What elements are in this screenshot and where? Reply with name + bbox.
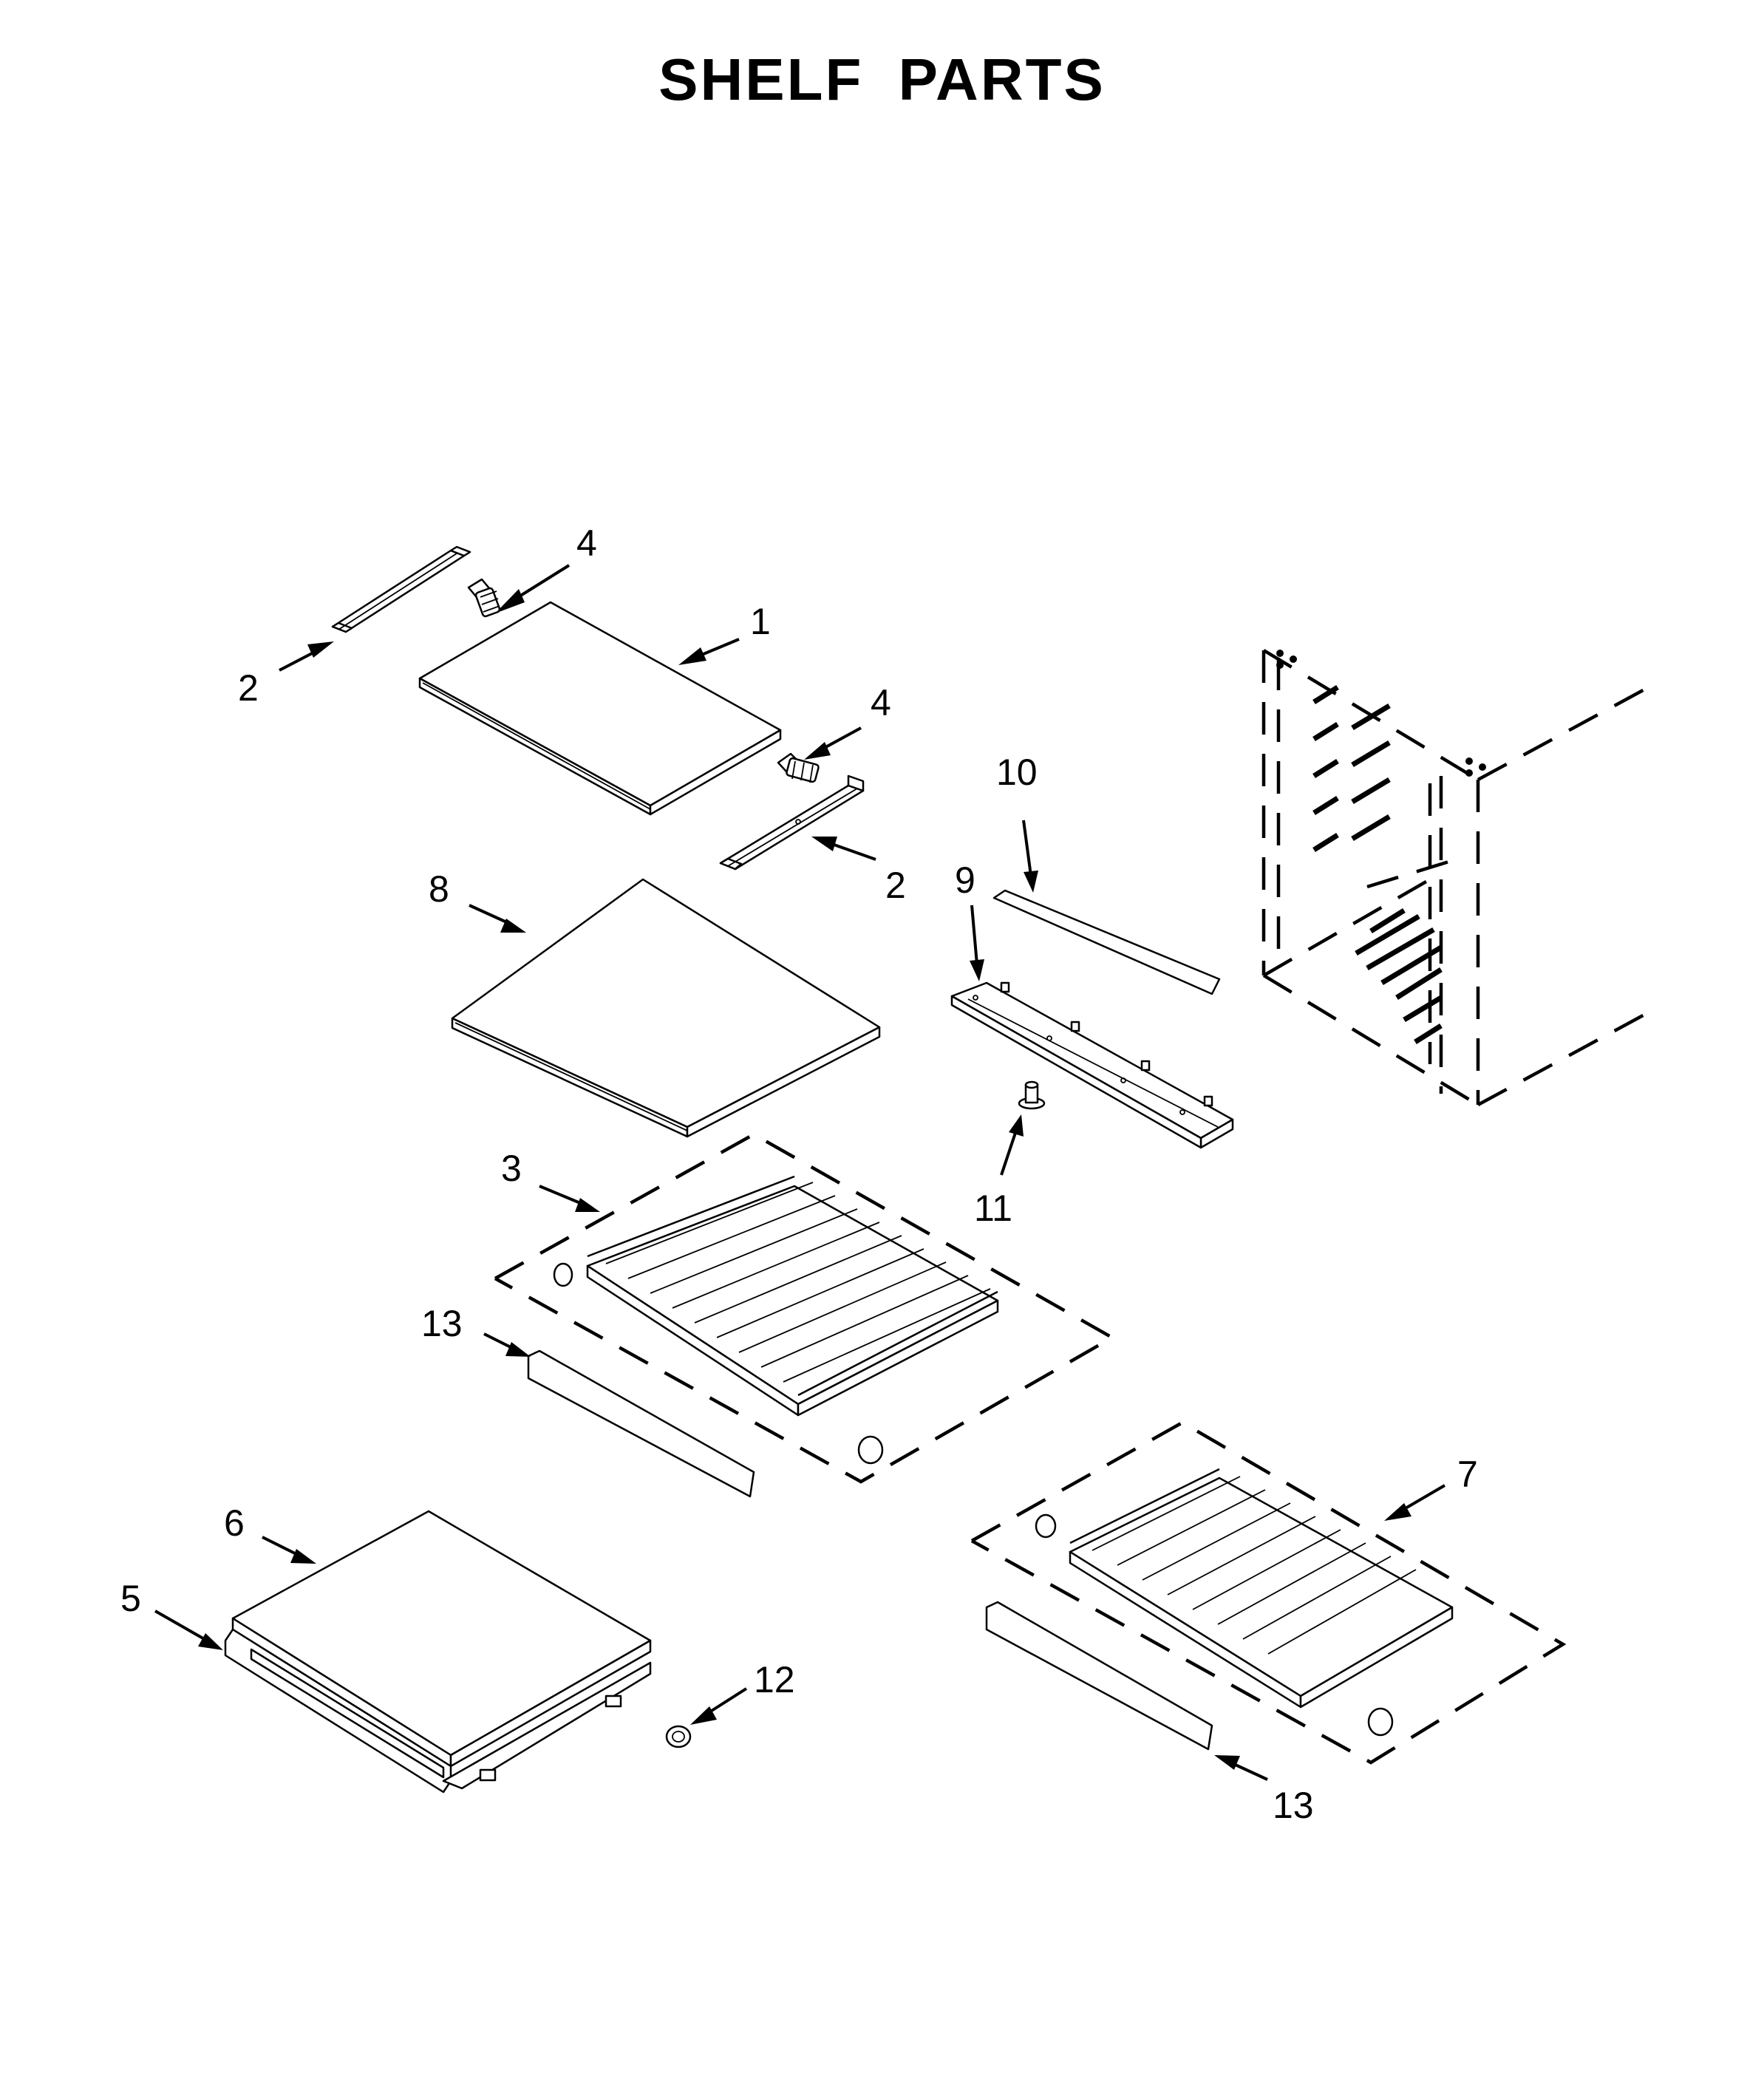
- part-13-trim-upper: [527, 1349, 755, 1498]
- callout-12: 12: [754, 1659, 795, 1700]
- callout-5: 5: [120, 1578, 141, 1619]
- leader-lines: [154, 564, 1446, 1781]
- callout-11: 11: [974, 1188, 1012, 1229]
- part-8-glass-shelf: [451, 878, 881, 1138]
- callout-8: 8: [429, 868, 449, 910]
- page-title: SHELF PARTS: [658, 47, 1106, 112]
- callout-2-right: 2: [885, 865, 906, 906]
- callout-9: 9: [955, 859, 975, 901]
- part-4-screw-lower: [777, 752, 820, 783]
- callout-6: 6: [224, 1502, 245, 1544]
- callout-7: 7: [1457, 1454, 1478, 1495]
- part-6-drawer-top: [231, 1510, 652, 1768]
- part-5-drawer-front: [224, 1628, 652, 1794]
- part-12-knob: [665, 1725, 692, 1748]
- part-7-drawer-slide-assembly: [970, 1420, 1567, 1765]
- callout-4-lower: 4: [871, 682, 891, 723]
- part-10-trim-strip: [992, 889, 1221, 995]
- callout-13-upper: 13: [421, 1303, 463, 1344]
- callout-3: 3: [501, 1148, 522, 1189]
- part-9-bracket: [950, 981, 1234, 1149]
- callout-4-upper: 4: [576, 522, 597, 564]
- callout-2-left: 2: [238, 667, 259, 709]
- part-4-screw-upper: [467, 578, 501, 618]
- cabinet-dashed-outline: [1261, 649, 1657, 1106]
- part-11-stud: [1018, 1080, 1046, 1110]
- callout-labels: 4 1 2 4 10 9 8 2 3 11 13 7 6 5 12 13: [120, 522, 1478, 1826]
- part-2-shelf-support-left: [331, 545, 471, 633]
- part-13-trim-lower: [985, 1601, 1213, 1751]
- part-2-shelf-support-right: [719, 774, 865, 871]
- callout-10: 10: [996, 752, 1038, 793]
- part-1-glass-shelf: [418, 601, 782, 816]
- part-3-drawer-slide-assembly: [494, 1132, 1116, 1484]
- callout-13-lower: 13: [1273, 1785, 1314, 1826]
- callout-1: 1: [750, 601, 771, 642]
